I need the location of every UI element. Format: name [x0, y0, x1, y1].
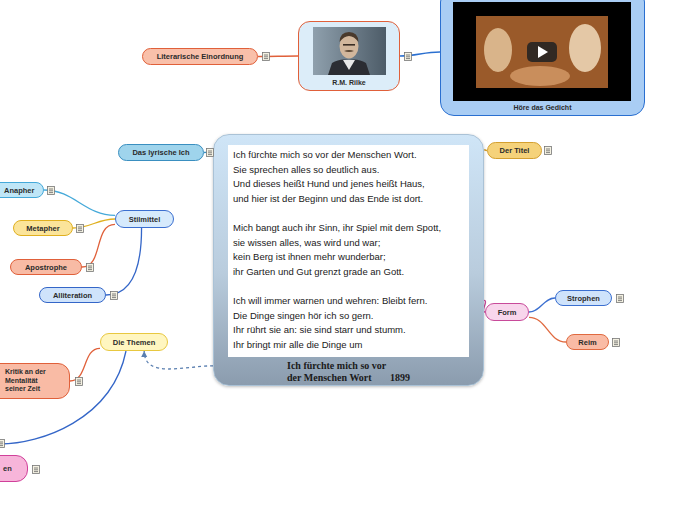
poem-line: Ich will immer warnen und wehren: Bleibt… [233, 295, 427, 307]
topic-pill: Kritik an der Mentalität seiner Zeit [0, 363, 70, 399]
topic-label: Alliteration [53, 291, 92, 300]
branch-line [70, 348, 100, 381]
topic-pill: Das lyrische Ich [118, 144, 204, 161]
topic-pill: en [0, 455, 28, 482]
relation-line [144, 351, 213, 369]
poem-year: 1899 [390, 372, 410, 384]
topic-label: Die Themen [113, 338, 156, 347]
poem-line: und hier ist der Beginn und das Ende ist… [233, 193, 423, 205]
poem-line: Die Dinge singen hör ich so gern. [233, 310, 373, 322]
note-icon [48, 187, 55, 195]
poem-line: Ihr bringt mir alle die Dinge um [233, 339, 362, 351]
topic-pill: Der Titel [487, 142, 542, 159]
media-topic-box: R.M. Rilke [298, 21, 400, 91]
note-icon [0, 440, 5, 448]
photo-eyes [343, 44, 355, 46]
video-thumbnail [476, 16, 608, 88]
topic-pill: Metapher [13, 220, 73, 236]
note-icon [263, 53, 270, 61]
branch-line [529, 317, 566, 342]
photo-frame [313, 27, 386, 75]
topic-pill: Alliteration [39, 287, 106, 303]
photo-collar [343, 60, 355, 70]
topic-label: Strophen [567, 294, 600, 303]
topic-pill: Apostrophe [10, 259, 82, 275]
branch-line [204, 151, 213, 153]
topic-label: Metapher [26, 224, 59, 233]
topic-label: en [3, 464, 12, 473]
video-player [453, 2, 631, 101]
poem-line: Ihr rührt sie an: sie sind starr und stu… [233, 324, 406, 336]
topic-pill: Die Themen [100, 333, 168, 351]
topic-pill: Anapher [0, 182, 44, 198]
topic-label: R.M. Rilke [332, 79, 365, 88]
photo-face [340, 34, 359, 59]
arrow-head [141, 351, 147, 357]
topic-label: Das lyrische Ich [132, 148, 189, 157]
topic-label: Literarische Einordnung [157, 52, 244, 61]
topic-label: Stilmittel [129, 215, 161, 224]
topic-pill: Stilmittel [115, 210, 174, 228]
note-icons [0, 53, 624, 474]
poem-title: Ich fürchte mich so vor der Menschen Wor… [287, 360, 395, 384]
branch-line [529, 298, 555, 312]
play-button [527, 42, 557, 62]
topic-pill: Strophen [555, 290, 612, 306]
note-icon [405, 53, 412, 61]
note-icon [33, 466, 40, 474]
thumbnail-figure [510, 66, 570, 86]
topic-label: Höre das Gedicht [514, 104, 572, 113]
photo-hair [340, 32, 359, 42]
note-icon [613, 339, 620, 347]
branch-line [400, 52, 440, 56]
topic-label: Kritik an der Mentalität seiner Zeit [5, 368, 59, 394]
note-icon [76, 378, 83, 386]
branch-line [44, 190, 115, 215]
branch-line [82, 224, 115, 267]
topic-label: Der Titel [500, 146, 530, 155]
poem-line: kein Berg ist ihnen mehr wunderbar; [233, 251, 386, 263]
video-screen [453, 2, 631, 101]
branch-line [106, 228, 142, 295]
topic-label: Form [498, 308, 517, 317]
note-icon [87, 264, 94, 272]
thumbnail-figure [569, 24, 601, 72]
note-icon [207, 149, 214, 157]
note-icon [111, 292, 118, 300]
poem-line: Ich fürchte mich so vor der Menschen Wor… [233, 149, 417, 161]
note-icon [545, 147, 552, 155]
poem-card: Ich fürchte mich so vor der Menschen Wor… [213, 134, 484, 386]
poem-line: ihr Garten und Gut grenzt grade an Gott. [233, 266, 404, 278]
photo-moustache [344, 50, 354, 52]
poem-line: sie wissen alles, was wird und war; [233, 237, 380, 249]
play-triangle [538, 46, 548, 58]
topic-label: Anapher [4, 186, 34, 195]
branch-line [258, 55, 298, 57]
topic-pill: Literarische Einordnung [142, 48, 258, 65]
portrait-photo [313, 27, 386, 75]
topic-pill: Reim [566, 334, 609, 350]
poem-line: Mich bangt auch ihr Sinn, ihr Spiel mit … [233, 222, 441, 234]
photo-suit [328, 59, 370, 75]
topic-pill: Form [485, 303, 529, 321]
topic-label: Apostrophe [25, 263, 67, 272]
thumbnail-figure [484, 28, 512, 72]
topic-label: Reim [578, 338, 596, 347]
poem-line: Und dieses heißt Hund und jenes heißt Ha… [233, 178, 425, 190]
poem-line: Sie sprechen alles so deutlich aus. [233, 164, 379, 176]
note-icon [617, 295, 624, 303]
note-icon [77, 225, 84, 233]
media-topic-box: Höre das Gedicht [440, 0, 645, 116]
